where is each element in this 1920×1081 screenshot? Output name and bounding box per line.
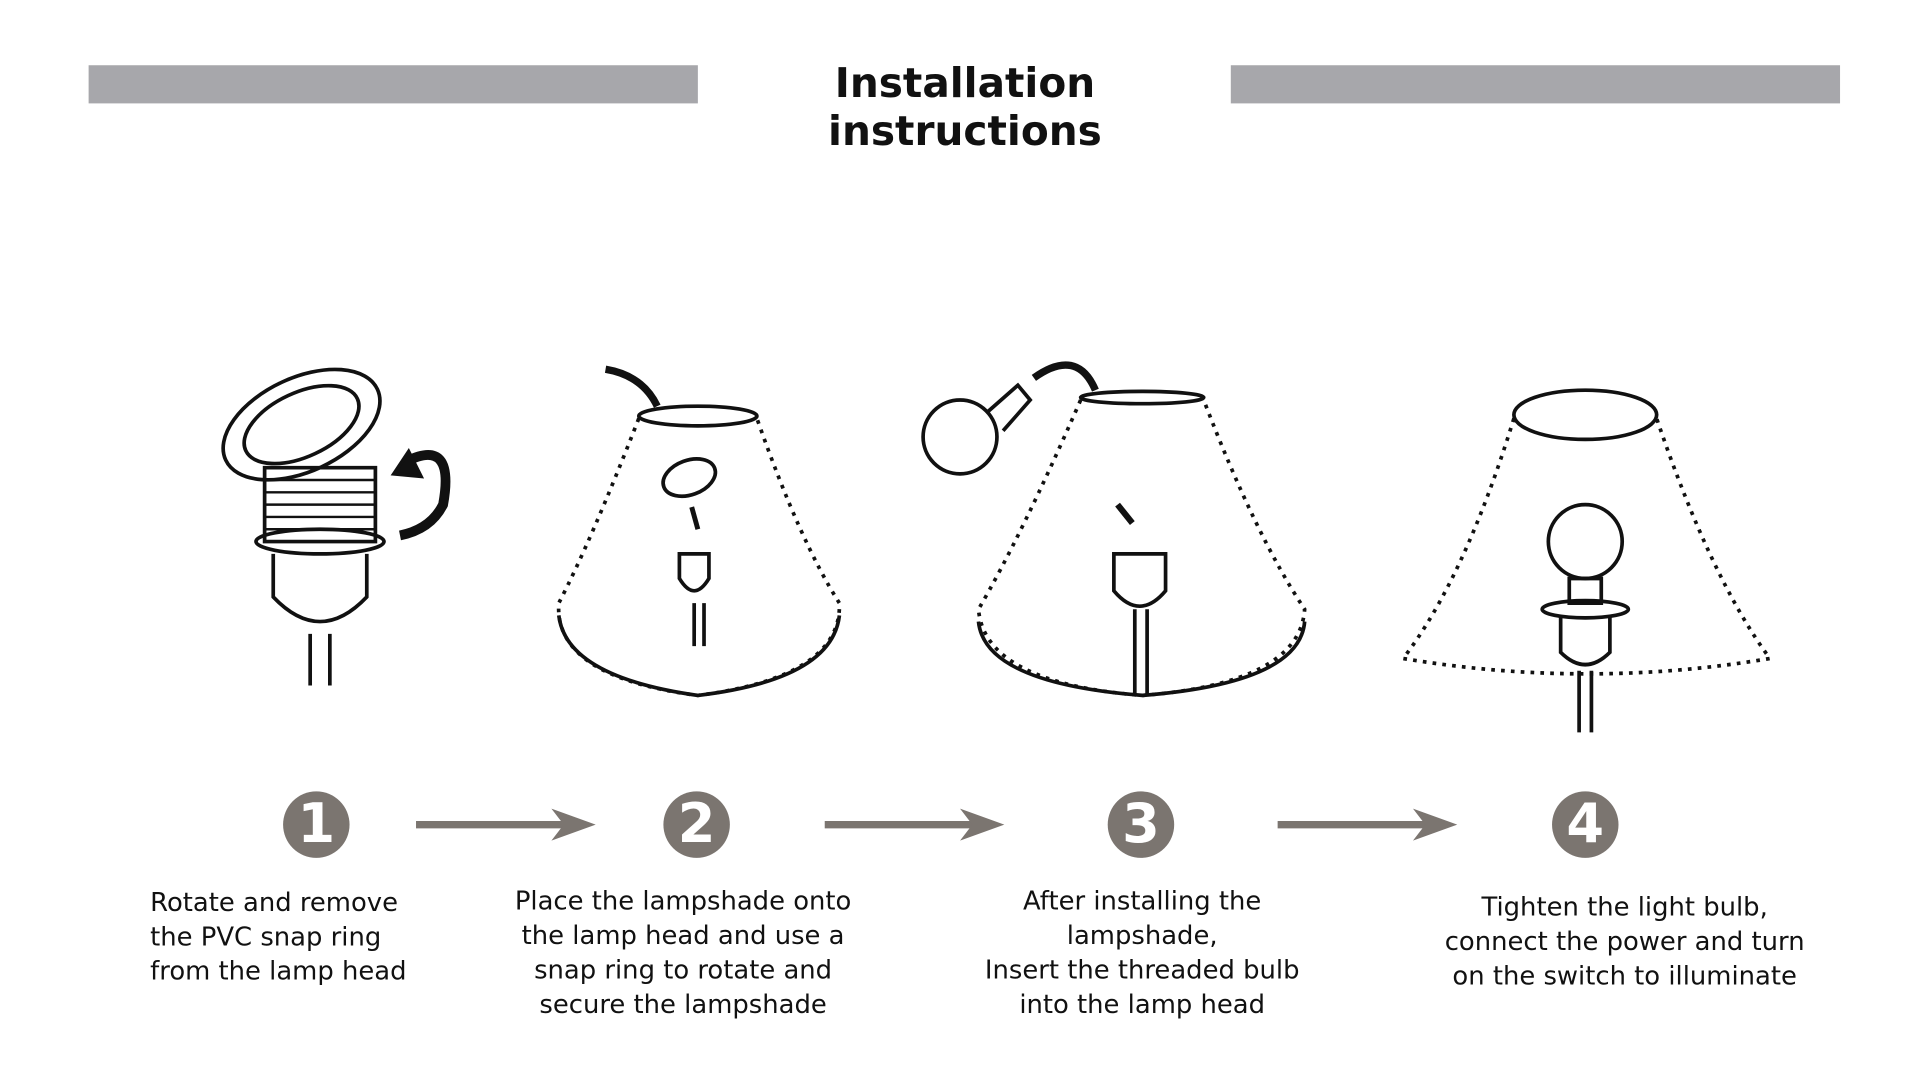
bulb-insertion-illustration — [921, 361, 1307, 698]
step-2-caption: Place the lampshade onto the lamp head a… — [514, 886, 852, 1020]
finished-lamp-illustration — [1399, 388, 1774, 733]
header-bar-left — [88, 65, 698, 104]
arrow-right-icon — [416, 808, 596, 841]
header-bar-right — [1230, 65, 1841, 104]
step-3-badge: 3 — [1107, 791, 1175, 858]
arrow-right-icon — [1277, 808, 1458, 841]
step-2-badge: 2 — [663, 791, 730, 858]
lampshade-placement-illustration — [556, 365, 842, 698]
page-title: Installation instructions — [828, 59, 1102, 156]
step-4-caption: Tighten the light bulb, connect the powe… — [1444, 892, 1805, 991]
arrow-right-icon — [824, 808, 1005, 841]
step-4-badge: 4 — [1552, 791, 1619, 858]
step-1-caption: Rotate and remove the PVC snap ring from… — [150, 887, 407, 986]
step-1-badge: 1 — [283, 791, 350, 858]
lamp-holder-snap-ring-illustration — [221, 367, 451, 686]
step-3-caption: After installing the lampshade, Insert t… — [984, 886, 1300, 1020]
